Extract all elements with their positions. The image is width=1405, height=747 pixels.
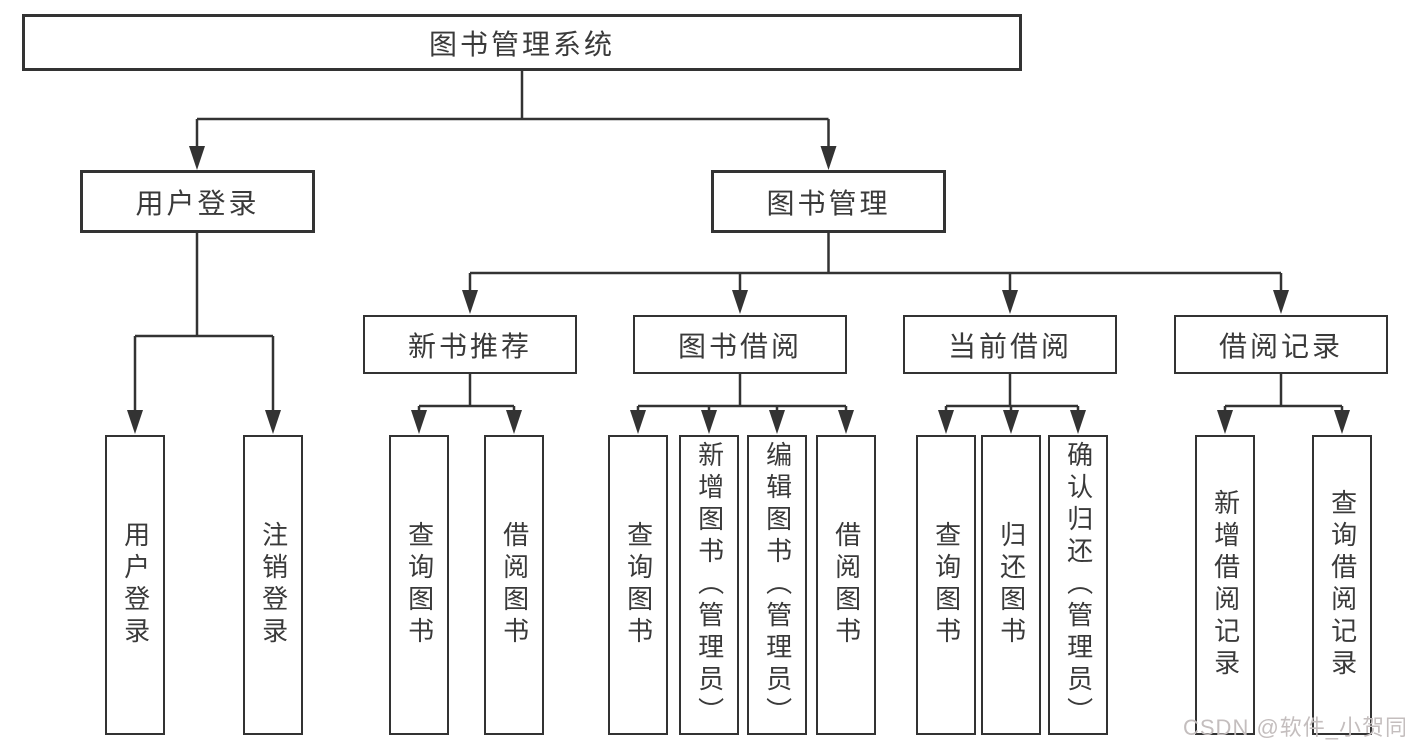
leaf-label: 查询借阅记录 [1327,489,1358,681]
leaf-query-books-3: 查询图书 [916,435,976,735]
node-user-login: 用户登录 [80,170,315,233]
leaf-logout: 注销登录 [243,435,303,735]
leaf-label: 借阅图书 [499,521,530,649]
leaf-label: 新增借阅记录 [1210,489,1241,681]
leaf-label: 归还图书 [996,521,1027,649]
leaf-query-borrow-record: 查询借阅记录 [1312,435,1372,735]
node-root-library-system: 图书管理系统 [22,14,1022,71]
leaf-query-books-1: 查询图书 [389,435,449,735]
csdn-watermark: CSDN @软件_小贺同学 [1183,715,1405,740]
leaf-return-books: 归还图书 [981,435,1041,735]
leaf-label: 借阅图书 [831,521,862,649]
node-borrow-record: 借阅记录 [1174,315,1388,374]
node-new-book-recommend: 新书推荐 [363,315,577,374]
leaf-edit-books-admin: 编辑图书（管理员） [747,435,807,735]
leaf-query-books-2: 查询图书 [608,435,668,735]
node-book-management: 图书管理 [711,170,946,233]
leaf-label: 新增图书（管理员） [694,441,725,729]
leaf-add-books-admin: 新增图书（管理员） [679,435,739,735]
leaf-borrow-books-2: 借阅图书 [816,435,876,735]
leaf-add-borrow-record: 新增借阅记录 [1195,435,1255,735]
leaf-user-login: 用户登录 [105,435,165,735]
leaf-label: 查询图书 [404,521,435,649]
leaf-borrow-books-1: 借阅图书 [484,435,544,735]
leaf-confirm-return-admin: 确认归还（管理员） [1048,435,1108,735]
leaf-label: 用户登录 [120,521,151,649]
leaf-label: 确认归还（管理员） [1063,441,1094,729]
leaf-label: 查询图书 [931,521,962,649]
leaf-label: 查询图书 [623,521,654,649]
node-current-borrow: 当前借阅 [903,315,1117,374]
node-book-borrow: 图书借阅 [633,315,847,374]
leaf-label: 编辑图书（管理员） [762,441,793,729]
leaf-label: 注销登录 [258,521,289,649]
